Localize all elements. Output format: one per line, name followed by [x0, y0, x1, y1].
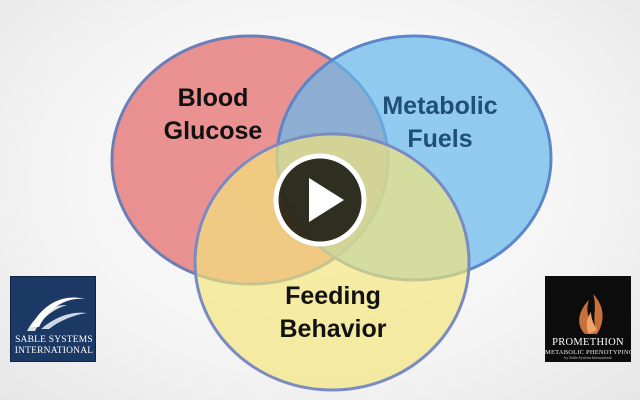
promethion-logo-line1: PROMETHION	[552, 337, 624, 348]
sable-logo-line2: INTERNATIONAL	[14, 346, 94, 356]
label-blood-glucose-line1: Blood	[177, 84, 249, 112]
label-feeding-behavior-line2: Behavior	[279, 315, 387, 343]
label-metabolic-fuels-line2: Fuels	[407, 125, 473, 153]
label-blood-glucose: Blood Glucose	[153, 82, 273, 148]
sable-systems-logo: SABLE SYSTEMS INTERNATIONAL	[10, 276, 96, 362]
play-icon	[273, 153, 367, 247]
flame-icon	[579, 294, 603, 334]
label-metabolic-fuels: Metabolic Fuels	[370, 90, 510, 156]
promethion-logo: PROMETHION METABOLIC PHENOTYPING by Sabl…	[545, 276, 634, 362]
label-metabolic-fuels-line1: Metabolic	[382, 92, 498, 120]
circle-feeding-behavior	[193, 132, 471, 392]
label-feeding-behavior: Feeding Behavior	[268, 280, 398, 346]
sable-logo-line1: SABLE SYSTEMS	[15, 335, 93, 345]
play-button[interactable]	[272, 152, 368, 248]
sable-wave-icon	[27, 297, 87, 331]
label-feeding-behavior-line1: Feeding	[285, 282, 381, 310]
promethion-logo-line3: by Sable Systems International	[564, 356, 612, 360]
promethion-logo-line2: METABOLIC PHENOTYPING	[545, 349, 634, 356]
label-blood-glucose-line2: Glucose	[163, 117, 263, 145]
